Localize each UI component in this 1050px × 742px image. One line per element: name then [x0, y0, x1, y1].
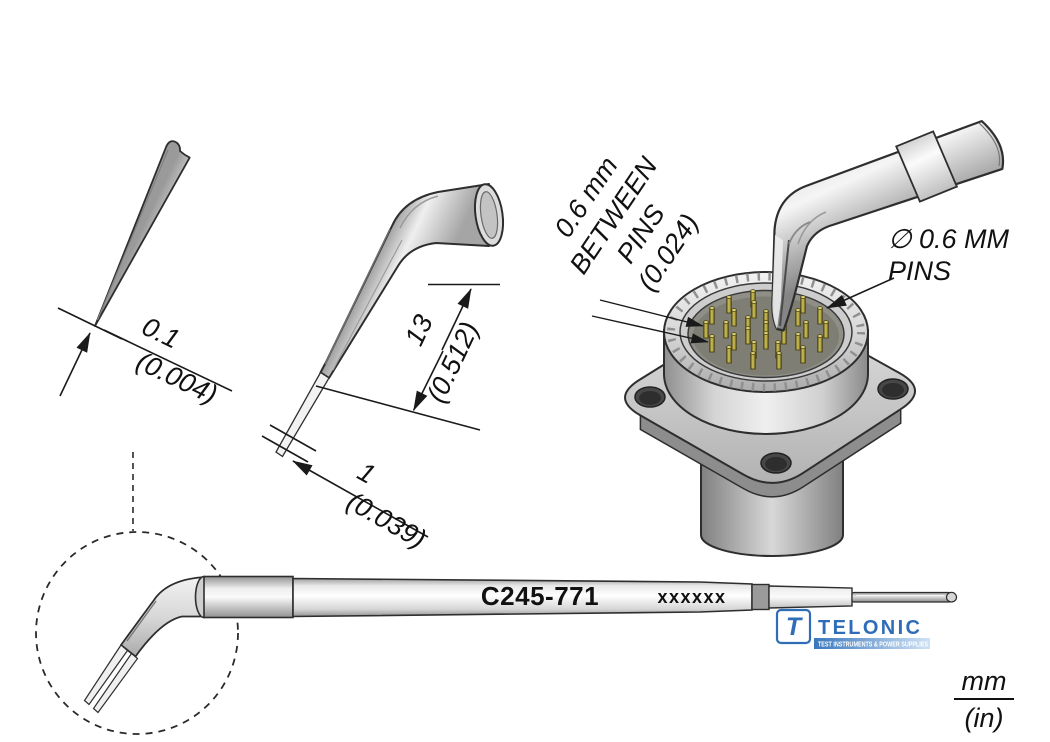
- telonic-icon: [775, 608, 812, 645]
- cartridge-ring: [751, 583, 770, 611]
- extension-line: [269, 424, 317, 452]
- connector-pin: [800, 345, 806, 364]
- connector-pin: [709, 306, 715, 325]
- cone-tip-view: 0.1 (0.004): [57, 140, 233, 410]
- extension-line: [261, 435, 309, 463]
- telonic-tagline-band: [814, 638, 930, 649]
- connector-pin: [731, 332, 737, 351]
- leader-line: [826, 277, 895, 309]
- leader-line: [103, 329, 233, 392]
- cartridge-view: C245-771 xxxxxx: [35, 452, 958, 735]
- connector-pin: [823, 320, 829, 339]
- connector-pin: [763, 331, 769, 350]
- serial-label: xxxxxx: [657, 587, 726, 607]
- units-metric-label: mm: [962, 666, 1007, 696]
- connector-pin: [726, 295, 732, 314]
- detail-circle: [35, 531, 239, 735]
- cartridge-tip-prong: [83, 644, 129, 706]
- connector-pin: [751, 300, 757, 319]
- extension-line: [315, 385, 481, 431]
- connector-pin: [750, 351, 756, 370]
- dimension-arrow: [292, 460, 429, 538]
- dim-blade-thickness-mm: 1: [353, 456, 381, 490]
- connector-pin: [776, 351, 782, 370]
- connector-pin: [709, 334, 715, 353]
- cone-tip-body: [94, 140, 191, 327]
- bolt-hole-inner: [882, 383, 904, 397]
- bolt-hole-inner: [765, 457, 787, 471]
- pin-spacing-label: 0.6 mm BETWEEN PINS (0.024): [548, 151, 704, 296]
- telonic-tagline: TEST INSTRUMENTS & POWER SUPPLIES: [818, 640, 928, 649]
- connector-view: 0.6 mm BETWEEN PINS (0.024) ∅ 0.6 MM PIN…: [548, 120, 1010, 557]
- dim-blade-length-mm: 13: [399, 310, 439, 350]
- connector-pin: [731, 308, 737, 327]
- bend-shade-line: [399, 195, 439, 229]
- connector-pin: [817, 306, 823, 325]
- iron-collar-ring: [895, 130, 959, 203]
- blade-face-line: [332, 239, 403, 371]
- cartridge-contact-pin: [851, 591, 952, 603]
- cone-edge-shade: [96, 149, 169, 321]
- cartridge-tip-prong: [92, 652, 139, 714]
- cartridge-collar: [203, 575, 294, 619]
- cartridge-blade-line: [126, 600, 157, 642]
- leader-line: [591, 315, 709, 344]
- connector-pin: [703, 320, 709, 339]
- pin-diameter-line2: PINS: [888, 256, 951, 286]
- soldering-iron: [771, 120, 1005, 332]
- iron-bend-shade: [797, 211, 827, 245]
- knurl-texture: [667, 272, 865, 392]
- dimension-arrow: [59, 332, 91, 397]
- contact-pin-end: [945, 591, 958, 603]
- connector-pin: [726, 345, 732, 364]
- dim-blade-thickness-in: (0.039): [342, 486, 431, 554]
- cartridge-mid-section: [768, 585, 853, 609]
- dimension-arrow: [412, 350, 444, 412]
- bent-tip-view: 13 (0.512) 1 (0.039): [261, 183, 505, 554]
- units-imperial-label: (in): [965, 703, 1004, 733]
- connector-pin: [817, 334, 823, 353]
- connector-pin: [723, 320, 729, 339]
- bent-tip-end-cap-inner: [479, 191, 499, 239]
- iron-blade-ridge: [779, 239, 790, 327]
- iron-bend-shade: [788, 221, 811, 245]
- connector-pin: [795, 308, 801, 327]
- connector-pin: [745, 326, 751, 345]
- connector-pin: [803, 320, 809, 339]
- bolt-hole-inner: [639, 391, 661, 405]
- pin-diameter-line1: ∅ 0.6 MM: [888, 224, 1010, 254]
- pin-diameter-label: ∅ 0.6 MM PINS: [826, 224, 1010, 309]
- blade-edge-line: [324, 228, 391, 365]
- telonic-logo: T TELONIC TEST INSTRUMENTS & POWER SUPPL…: [775, 608, 930, 649]
- cartridge-tip-bend: [120, 576, 207, 658]
- dim-tip-width-in: (0.004): [132, 346, 222, 410]
- iron-end-cut-line: [978, 122, 1001, 167]
- dimension-arrow: [441, 288, 472, 351]
- model-label: C245-771: [481, 581, 599, 611]
- leader-line: [599, 299, 704, 327]
- telonic-icon-letter: T: [786, 613, 804, 641]
- units-legend: mm (in): [954, 666, 1014, 733]
- connector-pin: [800, 295, 806, 314]
- connector-pin: [795, 332, 801, 351]
- iron-blade-face: [772, 235, 783, 329]
- telonic-wordmark: TELONIC: [818, 617, 920, 639]
